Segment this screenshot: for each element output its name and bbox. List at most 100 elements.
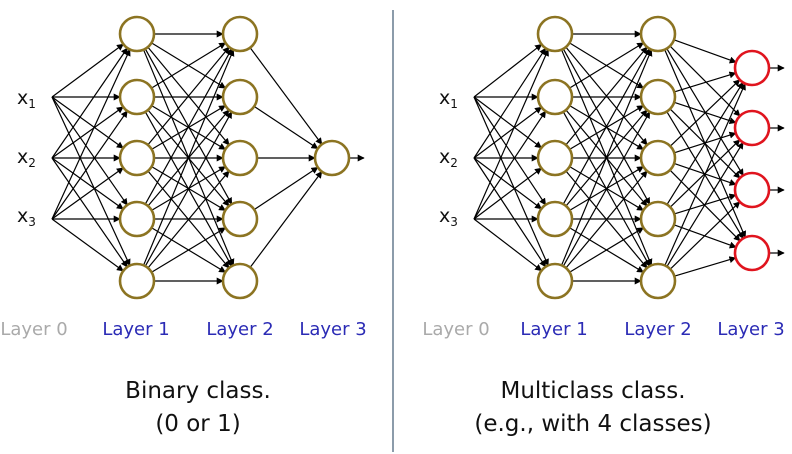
multiclass-layer2-node-4 [639,262,677,300]
multiclass-l2-to-l3-edge-0-0 [673,39,737,64]
binary-input-to-l1-edge-2-0 [51,48,131,220]
multiclass-l2-to-l3-edge-3-0 [666,81,744,205]
multiclass-layer2-node-2 [639,139,677,177]
multiclass-input-to-l1-edge-0-4 [473,96,549,267]
binary-network-panel: x1 x2 x3 Layer 0 Layer 1 Layer 2 Layer 3… [0,15,367,437]
binary-l2-to-l3-edge-1-0 [253,105,319,150]
multiclass-l2-to-l3-edge-4-0 [664,82,746,266]
input-label-x3: x3 [439,205,458,229]
multiclass-input-to-l1-edge-0-2 [473,96,542,149]
binary-layer2-node-3 [221,200,259,238]
binary-layer1-node-0 [118,15,156,53]
multiclass-l1-to-l2-edge-4-2 [565,170,648,269]
binary-layer1-node-1 [118,78,156,116]
multiclass-layer1-node-3 [536,200,574,238]
multiclass-layer3-node-1 [733,109,771,147]
multiclass-layer1-node-4 [536,262,574,300]
input-label-x2: x2 [17,146,36,170]
binary-layer2-node-4 [221,262,259,300]
layer-1-label: Layer 1 [102,319,169,340]
binary-l1-to-l2-edge-4-0 [142,49,235,266]
binary-input-to-l1-edge-1-0 [51,47,128,159]
binary-nodes [118,15,351,300]
multiclass-nodes [536,15,771,300]
binary-l1-to-l2-edge-4-2 [147,170,230,269]
layer-3-label: Layer 3 [717,319,784,340]
multiclass-l2-to-l3-edge-4-1 [666,141,744,267]
multiclass-l2-to-l3-edge-4-3 [674,256,737,277]
multiclass-network-panel: x1 x2 x3 Layer 0 Layer 1 Layer 2 Layer 3… [422,15,785,437]
multiclass-l1-to-l2-edge-4-3 [569,227,645,273]
multiclass-edges [473,30,785,285]
multiclass-l1-to-l2-edge-2-0 [565,46,648,146]
binary-layer1-node-4 [118,262,156,300]
binary-input-to-l1-edge-1-4 [51,157,128,268]
layer-2-label: Layer 2 [206,319,273,340]
multiclass-input-to-l1-edge-1-4 [473,157,547,268]
binary-l2-to-l3-edge-0-0 [249,47,323,145]
binary-l2-to-l3-edge-3-0 [253,166,319,211]
binary-input-to-l1-edge-1-1 [51,106,124,159]
binary-input-to-l1-edge-2-2 [51,167,124,220]
layer-1-label: Layer 1 [520,319,587,340]
multiclass-input-to-l1-edge-2-0 [473,48,549,220]
binary-l1-to-l2-edge-4-3 [151,227,227,273]
layer-2-label: Layer 2 [624,319,691,340]
multiclass-layer3-node-3 [733,234,771,272]
multiclass-input-to-l1-edge-0-3 [473,96,547,206]
multiclass-l1-to-l2-edge-3-0 [562,48,651,205]
multiclass-input-to-l1-edge-2-4 [473,218,543,272]
multiclass-layer3-node-2 [733,171,771,209]
binary-l1-to-l2-edge-2-0 [147,46,230,146]
multiclass-input-to-l1-edge-2-1 [473,110,547,220]
multiclass-l2-to-l3-edge-4-2 [669,201,741,270]
binary-layer2-node-0 [221,15,259,53]
input-label-x2: x2 [439,146,458,170]
binary-caption-line2: (0 or 1) [155,411,240,437]
multiclass-input-to-l1-edge-0-0 [473,43,543,98]
multiclass-layer3-node-0 [733,49,771,87]
binary-edges [51,30,365,285]
binary-input-to-l1-edge-0-3 [51,96,128,206]
multiclass-layer1-node-1 [536,78,574,116]
binary-input-to-l1-edge-1-3 [51,157,124,210]
multiclass-input-to-l1-edge-1-3 [473,157,542,210]
binary-input-to-l1-edge-0-4 [51,96,131,267]
binary-input-to-l1-edge-0-2 [51,96,124,149]
multiclass-layer2-node-1 [639,78,677,116]
binary-input-to-l1-edge-2-4 [51,218,124,272]
binary-l1-to-l2-edge-4-1 [144,111,233,267]
layer-3-label: Layer 3 [299,319,366,340]
multiclass-l2-to-l3-edge-1-0 [674,71,737,93]
binary-input-to-l1-edge-2-1 [51,110,128,220]
input-label-x1: x1 [439,87,458,111]
multiclass-input-to-l1-edge-2-2 [473,167,542,220]
binary-l2-to-l3-edge-4-0 [249,171,323,268]
multiclass-input-to-l1-edge-1-0 [473,47,547,159]
multiclass-layer2-node-0 [639,15,677,53]
multiclass-l1-to-l2-edge-1-0 [569,42,645,89]
binary-layer3-node-0 [313,139,351,177]
binary-layer2-node-2 [221,139,259,177]
input-label-x3: x3 [17,205,36,229]
multiclass-input-to-l1-edge-1-1 [473,106,542,159]
layer-0-label: Layer 0 [422,319,489,340]
layer-0-label: Layer 0 [0,319,67,340]
multiclass-l1-to-l2-edge-4-1 [562,111,651,267]
binary-l1-to-l2-edge-1-0 [151,42,227,89]
binary-caption-line1: Binary class. [125,378,271,404]
multiclass-l2-to-l3-edge-2-0 [669,79,741,147]
multiclass-caption-line1: Multiclass class. [500,378,685,404]
input-label-x1: x1 [17,87,36,111]
binary-layer1-node-3 [118,200,156,238]
multiclass-l2-to-l3-edge-0-1 [669,45,741,117]
binary-layer1-node-2 [118,139,156,177]
multiclass-l1-to-l2-edge-4-0 [560,49,653,266]
multiclass-layer1-node-0 [536,15,574,53]
multiclass-layer2-node-3 [639,200,677,238]
binary-layer2-node-1 [221,78,259,116]
multiclass-layer1-node-2 [536,139,574,177]
binary-input-to-l1-edge-0-0 [51,43,124,98]
multiclass-caption-line2: (e.g., with 4 classes) [474,411,711,437]
